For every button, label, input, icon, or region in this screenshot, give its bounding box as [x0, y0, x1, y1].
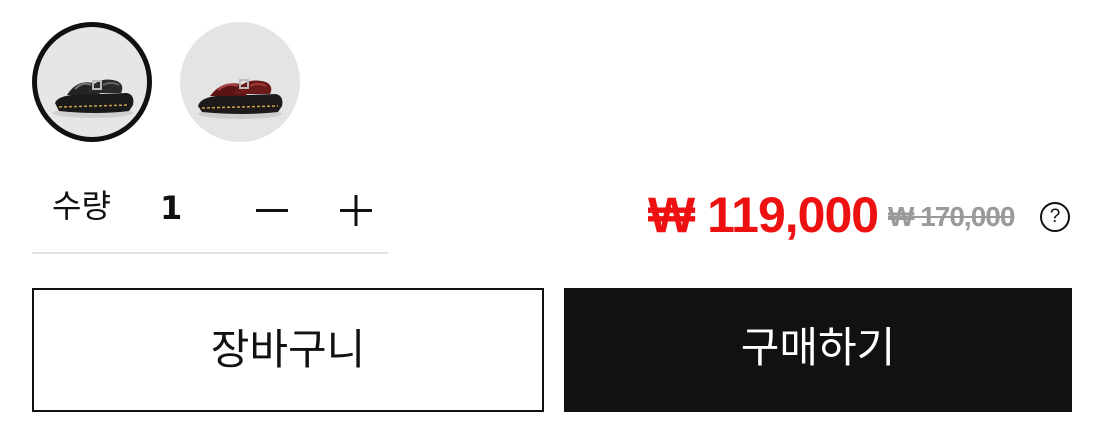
quantity-divider [32, 252, 388, 254]
black-sandal-thumbnail [53, 79, 134, 118]
plus-icon [340, 195, 372, 226]
add-to-cart-button[interactable]: 장바구니 [32, 288, 544, 412]
quantity-label: 수량 [52, 187, 111, 225]
quantity-decrement-button[interactable] [252, 188, 292, 232]
original-price: ₩ 170,000 [888, 201, 1015, 232]
buy-now-button[interactable]: 구매하기 [564, 288, 1072, 412]
question-circle-icon[interactable]: ? [1040, 202, 1070, 232]
quantity-value: 1 [160, 189, 183, 227]
minus-icon [256, 209, 288, 212]
color-swatch-black[interactable] [32, 22, 152, 142]
quantity-increment-button[interactable] [336, 188, 376, 232]
color-swatch-burgundy[interactable] [180, 22, 300, 142]
burgundy-sandal-thumbnail [198, 79, 283, 119]
sale-price: ₩ 119,000 [648, 187, 879, 243]
